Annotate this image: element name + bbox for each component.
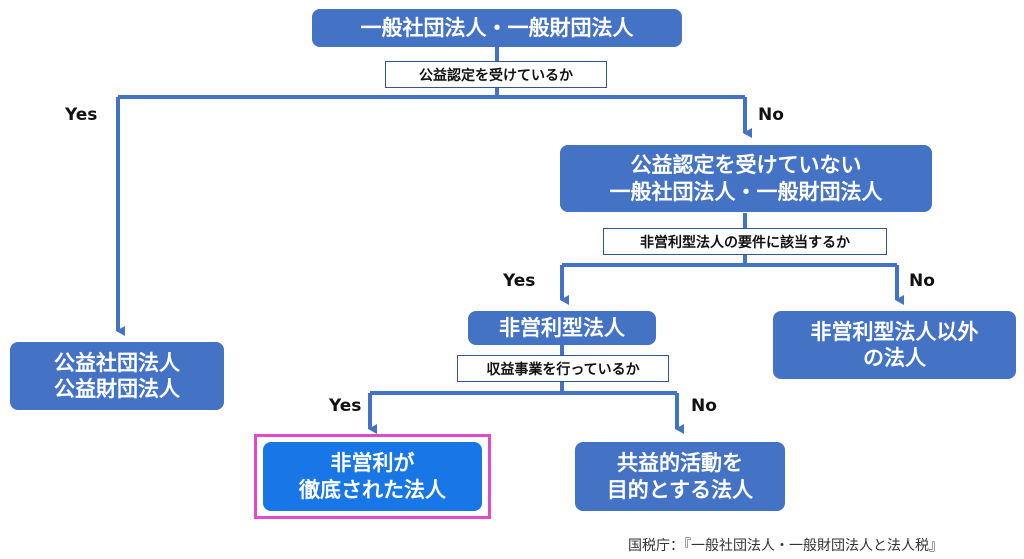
question-nonprofit-requirements-text: 非営利型法人の要件に該当するか [640, 234, 850, 251]
question-certified-text: 公益認定を受けているか [419, 67, 573, 84]
node-thorough-line1: 非営利が [330, 451, 415, 476]
label-no-3: No [691, 396, 717, 416]
node-public-interest-line2: 公益財団法人 [54, 377, 180, 401]
label-no-1: No [758, 105, 784, 125]
source-note: 国税庁：『一般社団法人・一般財団法人と法人税』 [628, 538, 943, 554]
node-root-text: 一般社団法人・一般財団法人 [360, 15, 634, 40]
label-no-2: No [909, 271, 935, 291]
node-root: 一般社団法人・一般財団法人 [312, 9, 682, 47]
question-nonprofit-requirements: 非営利型法人の要件に該当するか [603, 228, 887, 255]
node-other-line1: 非営利型法人以外 [810, 319, 979, 344]
node-public-interest: 公益社団法人 公益財団法人 [10, 342, 224, 410]
question-profit-business: 収益事業を行っているか [457, 355, 669, 382]
node-not-certified-line2: 一般社団法人・一般財団法人 [609, 179, 883, 204]
highlight-frame [254, 434, 491, 519]
node-thorough-line2: 徹底された法人 [299, 477, 446, 502]
node-other-than-nonprofit: 非営利型法人以外 の法人 [773, 311, 1016, 379]
node-mutual-line1: 共益的活動を [617, 451, 743, 476]
node-mutual-benefit: 共益的活動を 目的とする法人 [575, 442, 785, 511]
node-mutual-line2: 目的とする法人 [606, 477, 754, 502]
node-nonprofit-type-text: 非営利型法人 [499, 315, 625, 340]
node-not-certified-line1: 公益認定を受けていない [630, 153, 862, 178]
label-yes-2: Yes [503, 271, 536, 291]
node-thorough-nonprofit: 非営利が 徹底された法人 [263, 442, 482, 511]
node-nonprofit-type: 非営利型法人 [468, 311, 656, 345]
node-other-line2: の法人 [863, 346, 926, 370]
label-yes-1: Yes [65, 105, 98, 125]
node-public-interest-line1: 公益社団法人 [54, 350, 180, 375]
label-yes-3: Yes [329, 396, 362, 416]
question-profit-business-text: 収益事業を行っているか [486, 361, 640, 378]
node-not-certified: 公益認定を受けていない 一般社団法人・一般財団法人 [560, 145, 932, 212]
question-certified: 公益認定を受けているか [385, 61, 607, 88]
